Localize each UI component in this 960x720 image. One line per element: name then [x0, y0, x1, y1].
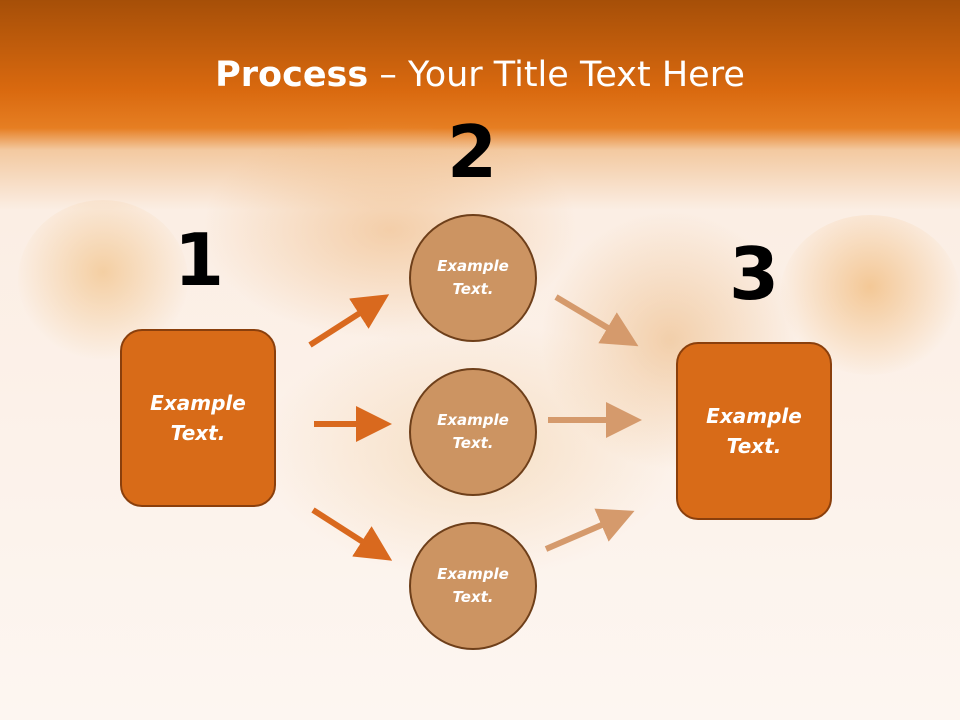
- left-box: Example Text.: [120, 329, 276, 507]
- title-rest: – Your Title Text Here: [368, 55, 745, 95]
- arrow-from-circle-3: [544, 508, 635, 552]
- slide-title: Process – Your Title Text Here: [0, 52, 960, 98]
- title-bold: Process: [215, 55, 369, 95]
- circle-2-text: Example Text.: [437, 411, 509, 452]
- arrow-to-circle-1: [308, 294, 390, 348]
- right-box-text: Example Text.: [706, 404, 802, 458]
- circle-3: Example Text.: [409, 522, 537, 650]
- circle-3-text: Example Text.: [437, 565, 509, 606]
- step-number-1: 1: [173, 218, 225, 302]
- circle-1: Example Text.: [409, 214, 537, 342]
- right-box: Example Text.: [676, 342, 832, 520]
- circle-2: Example Text.: [409, 368, 537, 496]
- arrow-to-circle-3: [311, 507, 393, 561]
- circle-1-text: Example Text.: [437, 257, 509, 298]
- step-number-2: 2: [446, 110, 498, 194]
- left-box-text: Example Text.: [150, 391, 246, 445]
- step-number-3: 3: [728, 232, 780, 316]
- arrow-from-circle-1: [554, 294, 639, 347]
